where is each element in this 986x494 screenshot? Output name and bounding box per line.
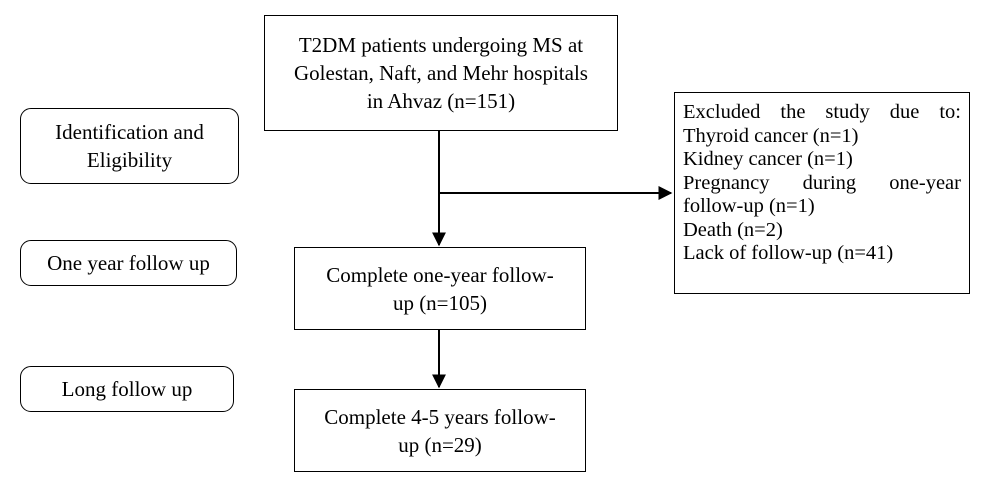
- box-one-year: Complete one-year follow- up (n=105): [294, 247, 586, 330]
- box-one-year-line-1: Complete one-year follow-: [326, 262, 554, 287]
- excluded-reason: Thyroid cancer (n=1): [683, 125, 961, 149]
- stage-one-year-label: One year follow up: [47, 251, 210, 275]
- stage-long-label: Long follow up: [61, 377, 193, 401]
- excluded-reason: Death (n=2): [683, 219, 961, 243]
- excluded-reason-text: Kidney cancer (n=1): [683, 148, 853, 170]
- excluded-reason: Kidney cancer (n=1): [683, 148, 961, 172]
- box-enrolled-line-2: Golestan, Naft, and Mehr hospitals: [294, 61, 588, 85]
- excluded-heading-word: study: [825, 101, 870, 123]
- excluded-reason-text: follow-up (n=1): [683, 195, 815, 217]
- box-enrolled-line-1: T2DM patients undergoing MS at: [298, 33, 584, 57]
- box-excluded: Excluded the study due to: Thyroid cance…: [674, 92, 970, 294]
- excluded-heading-word: to:: [939, 101, 961, 123]
- stage-identification-line-2: Eligibility: [86, 148, 173, 172]
- box-long-term: Complete 4-5 years follow- up (n=29): [294, 389, 586, 472]
- excluded-reason-text: Lack of follow-up (n=41): [683, 242, 894, 264]
- excluded-reason: follow-up (n=1): [683, 195, 961, 219]
- box-enrolled: T2DM patients undergoing MS at Golestan,…: [264, 15, 618, 131]
- box-one-year-line-2: up (n=105): [392, 290, 488, 315]
- excluded-heading-word: due: [889, 101, 920, 123]
- stage-identification: Identification and Eligibility: [20, 108, 239, 184]
- excluded-reason: Pregnancy during one-year: [683, 172, 961, 196]
- excluded-reason-word: Pregnancy: [683, 171, 770, 194]
- excluded-heading-word: the: [780, 101, 806, 123]
- excluded-reason-word: during: [802, 171, 857, 194]
- excluded-reason: Lack of follow-up (n=41): [683, 242, 961, 266]
- excluded-reason-text: Thyroid cancer (n=1): [683, 124, 859, 147]
- excluded-heading-word: Excluded: [683, 101, 761, 123]
- excluded-reason-word: one-year: [889, 171, 961, 194]
- stage-identification-line-1: Identification and: [55, 120, 204, 144]
- box-long-term-line-1: Complete 4-5 years follow-: [324, 404, 556, 429]
- box-long-term-line-2: up (n=29): [398, 432, 482, 457]
- excluded-reason-text: Death (n=2): [683, 218, 783, 241]
- stage-long: Long follow up: [20, 366, 234, 412]
- stage-one-year: One year follow up: [20, 240, 237, 286]
- box-enrolled-line-3: in Ahvaz (n=151): [366, 89, 516, 113]
- excluded-heading: Excluded the study due to:: [683, 101, 961, 125]
